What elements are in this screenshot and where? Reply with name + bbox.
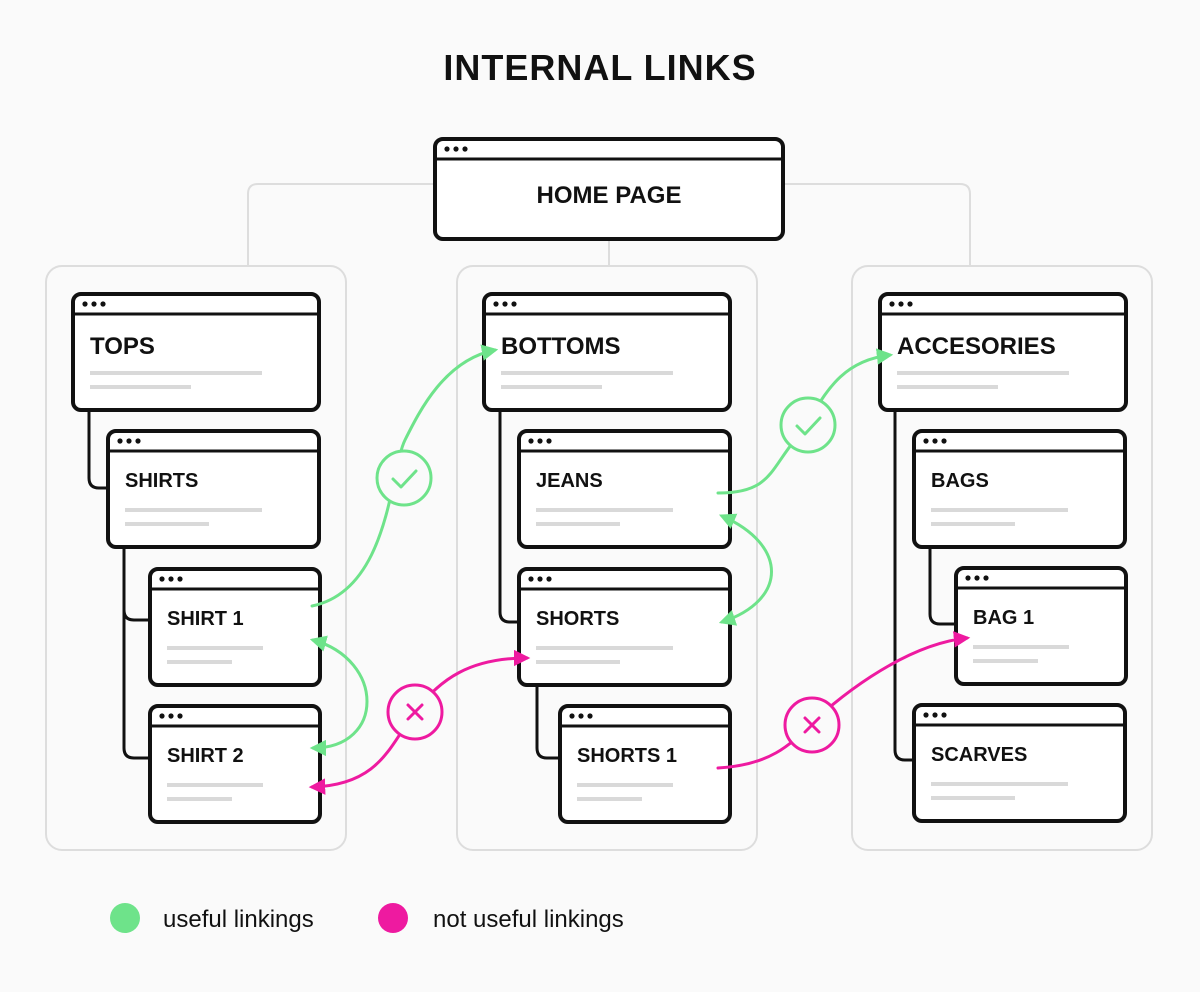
- page-card-label: SHORTS 1: [577, 745, 677, 767]
- diagram-title: INTERNAL LINKS: [443, 47, 756, 88]
- legend-not-useful-label: not useful linkings: [433, 906, 624, 933]
- page-card-label: BOTTOMS: [501, 333, 621, 360]
- page-card-scarves: SCARVES: [912, 703, 1127, 823]
- legend-useful-label: useful linkings: [163, 906, 314, 933]
- page-card-label: BAG 1: [973, 607, 1034, 629]
- tree-connectors: [87, 410, 957, 762]
- page-card-shirt-1: SHIRT 1: [148, 567, 322, 687]
- page-card-shorts: SHORTS: [517, 567, 732, 687]
- page-card-tops: TOPS: [71, 292, 321, 412]
- link-shirt1-to-bottoms: [310, 344, 499, 608]
- page-card-home-page: HOME PAGE: [433, 137, 785, 241]
- page-card-bag-1: BAG 1: [954, 566, 1128, 686]
- page-card-shorts-1: SHORTS 1: [558, 704, 732, 824]
- legend-not-useful-swatch: [378, 903, 408, 933]
- page-card-label: SCARVES: [931, 744, 1027, 766]
- legend: useful linkings not useful linkings: [110, 903, 624, 933]
- page-card-label: ACCESORIES: [897, 333, 1056, 360]
- page-card-shirts: SHIRTS: [106, 429, 321, 549]
- page-card-shirt-2: SHIRT 2: [148, 704, 322, 824]
- check-icon: [375, 449, 433, 507]
- link-jeans-shorts: [718, 513, 773, 626]
- page-card-accesories: ACCESORIES: [878, 292, 1128, 412]
- page-card-label: SHIRTS: [125, 470, 198, 492]
- page-card-bottoms: BOTTOMS: [482, 292, 732, 412]
- legend-useful-swatch: [110, 903, 140, 933]
- page-card-jeans: JEANS: [517, 429, 732, 549]
- page-card-label: HOME PAGE: [537, 182, 682, 209]
- check-badges: [375, 396, 837, 507]
- page-card-label: SHIRT 2: [167, 745, 244, 767]
- cross-badges: [386, 683, 841, 754]
- page-card-label: BAGS: [931, 470, 989, 492]
- cross-icon: [386, 683, 444, 741]
- home-connectors: [247, 183, 971, 267]
- cross-icon: [783, 696, 841, 754]
- page-card-label: TOPS: [90, 333, 155, 360]
- page-card-label: SHORTS: [536, 608, 619, 630]
- page-card-bags: BAGS: [912, 429, 1127, 549]
- page-cards: HOME PAGE TOPS SHIRTS SHIRT 1 SHIRT 2 BOTTOMS…: [71, 137, 1128, 824]
- page-card-label: JEANS: [536, 470, 603, 492]
- page-card-label: SHIRT 1: [167, 608, 244, 630]
- check-icon: [779, 396, 837, 454]
